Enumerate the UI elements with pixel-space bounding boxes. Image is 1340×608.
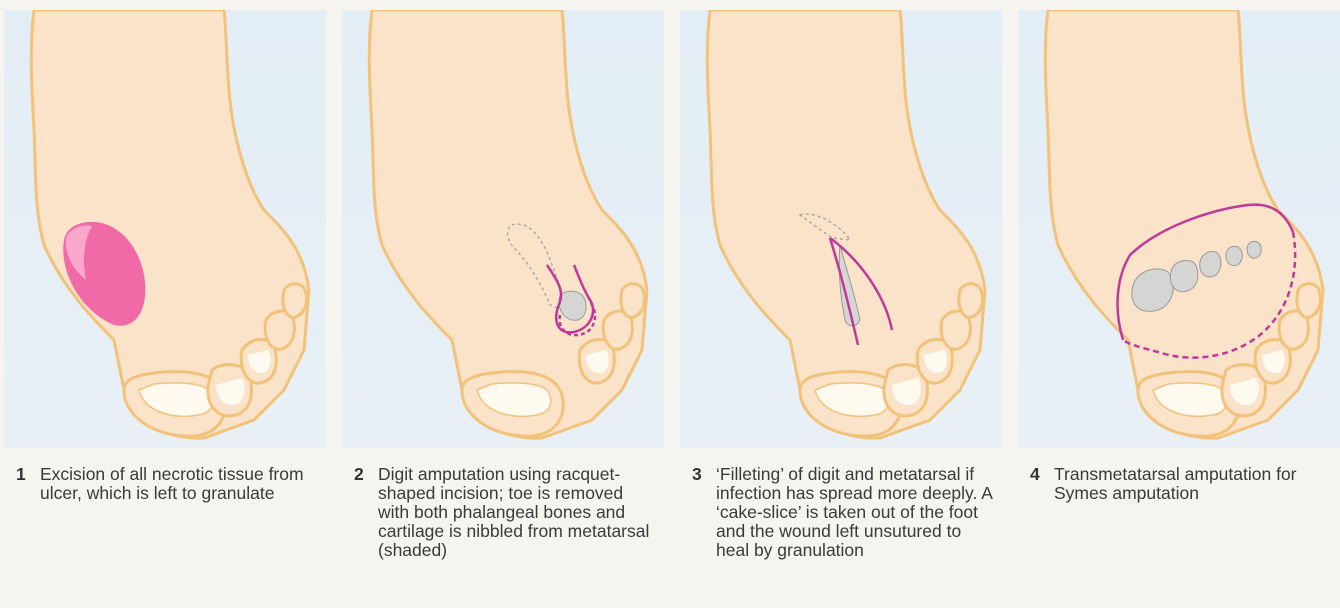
caption-4: 4 Transmetatarsal amputation for Symes a… (1030, 465, 1330, 503)
foot (1045, 10, 1323, 438)
foot (369, 10, 647, 438)
step-number: 3 (692, 465, 702, 484)
foot (707, 10, 985, 438)
step-number: 4 (1030, 465, 1040, 484)
caption-text: ‘Filleting’ of digit and metatarsal if i… (716, 465, 992, 560)
foot-illustration-ulcer-excision (4, 10, 326, 448)
panel-2: 2 Digit amputation using racquet-shaped … (342, 0, 664, 608)
foot-illustration-digit-amputation (342, 10, 664, 448)
caption-2: 2 Digit amputation using racquet-shaped … (354, 465, 654, 560)
foot (31, 10, 309, 438)
foot-illustration-transmetatarsal (1018, 10, 1340, 448)
panel-3: 3 ‘Filleting’ of digit and metatarsal if… (680, 0, 1002, 608)
foot-illustration-filleting (680, 10, 1002, 448)
caption-text: Transmetatarsal amputation for Symes amp… (1054, 465, 1330, 503)
step-number: 1 (16, 465, 26, 484)
step-number: 2 (354, 465, 364, 484)
caption-1: 1 Excision of all necrotic tissue from u… (16, 465, 316, 503)
panel-4: 4 Transmetatarsal amputation for Symes a… (1018, 0, 1340, 608)
caption-3: 3 ‘Filleting’ of digit and metatarsal if… (692, 465, 992, 560)
panel-1: 1 Excision of all necrotic tissue from u… (4, 0, 326, 608)
caption-text: Excision of all necrotic tissue from ulc… (40, 465, 316, 503)
caption-text: Digit amputation using racquet-shaped in… (378, 465, 654, 560)
